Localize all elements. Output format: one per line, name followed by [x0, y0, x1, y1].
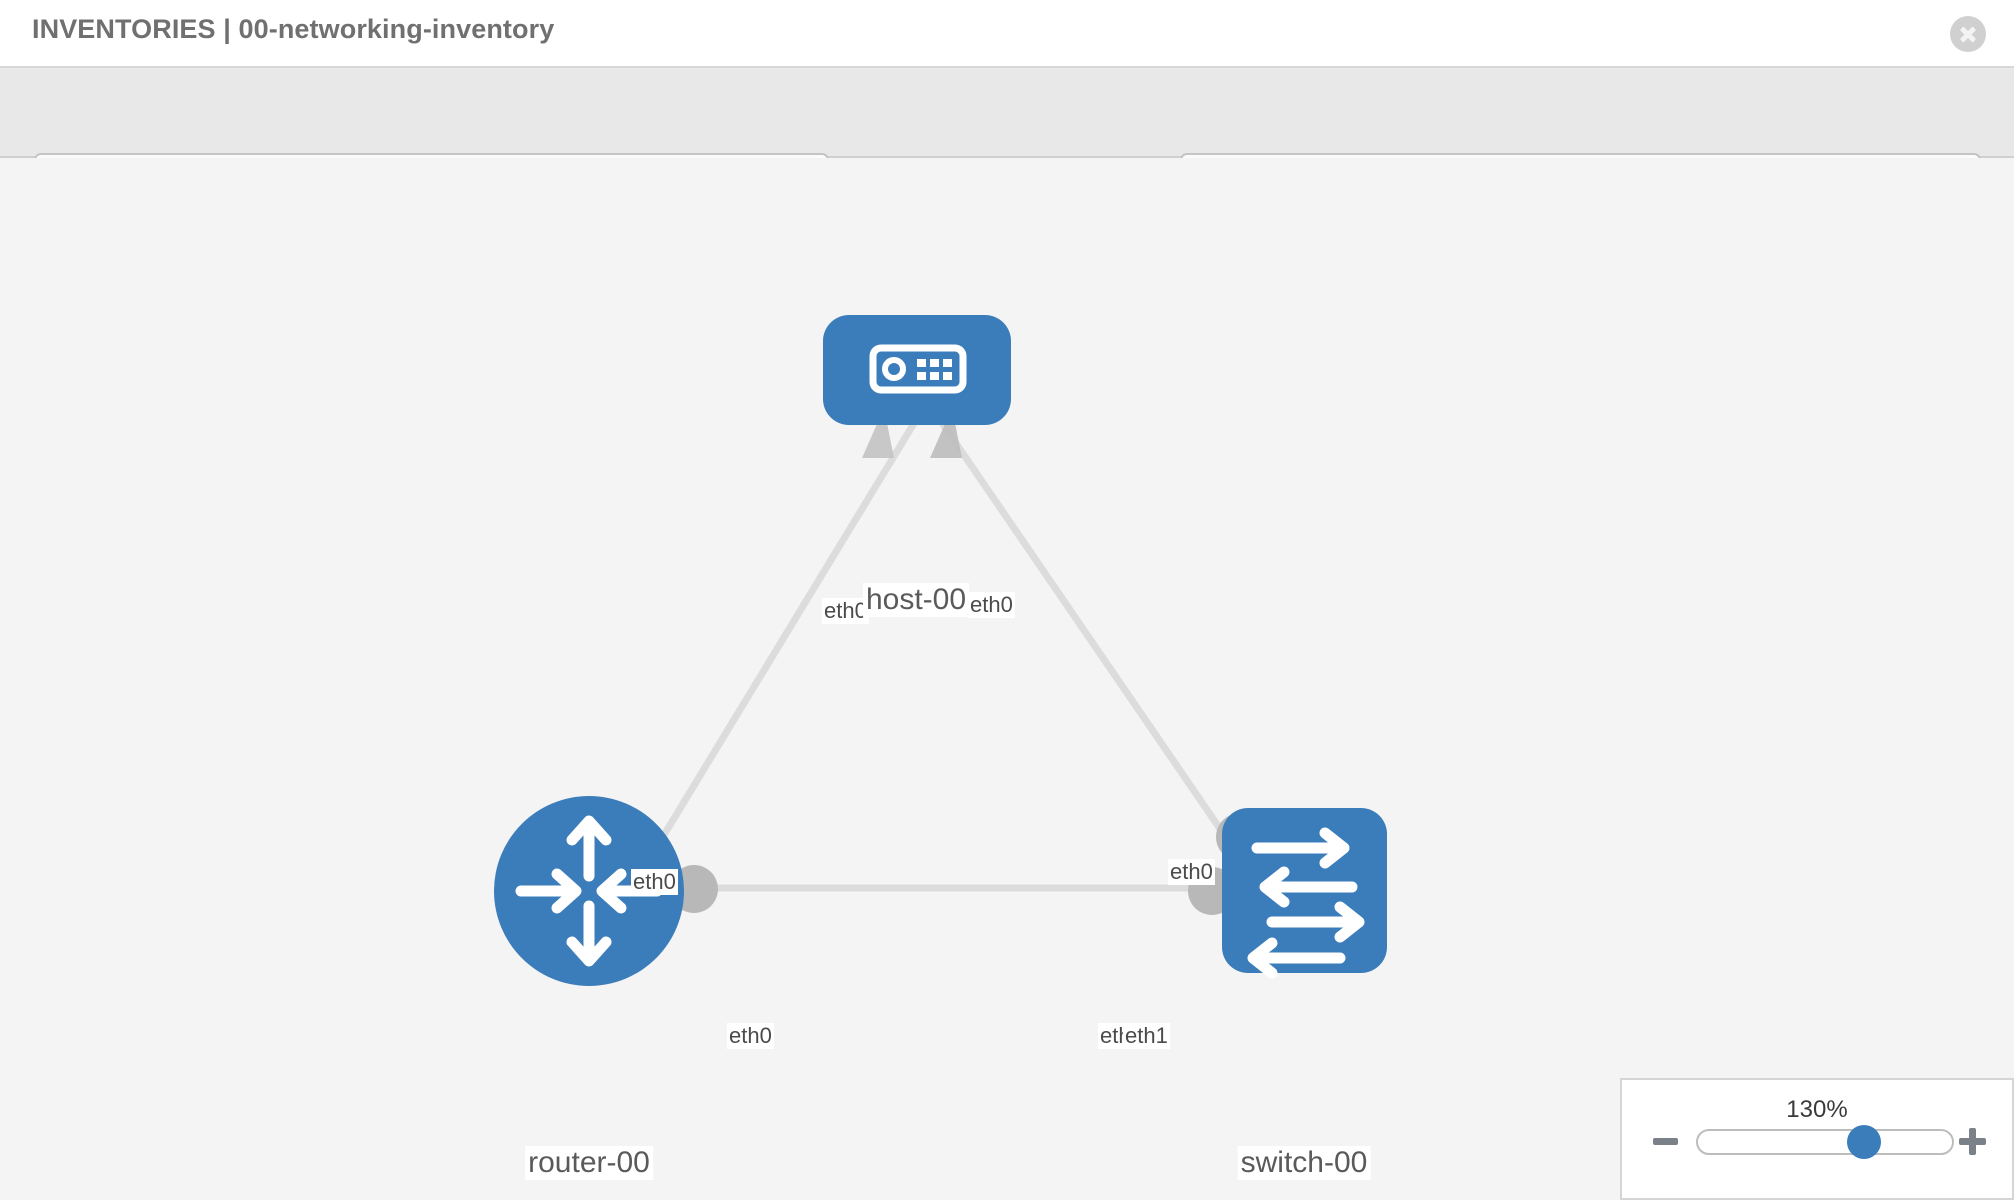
server-icon — [869, 344, 967, 394]
topology-links — [647, 418, 1243, 892]
node-host-00 — [823, 315, 1011, 425]
router-arrows-icon — [515, 815, 663, 967]
toolbar: ACTIONS SEARCH — [0, 68, 2014, 209]
iface-router-right: eth0 — [727, 1023, 774, 1049]
minus-icon[interactable] — [1653, 1138, 1678, 1145]
node-label-host: host-00 — [862, 583, 970, 617]
zoom-percent-label: 130% — [1786, 1096, 1848, 1123]
node-label-router: router-00 — [525, 1146, 653, 1180]
iface-host-right: eth0 — [968, 592, 1015, 618]
page-header: INVENTORIES | 00-networking-inventory — [0, 0, 2014, 68]
iface-switch-up: eth0 — [1168, 859, 1215, 885]
topology-graph — [494, 315, 1387, 986]
iface-router-up: eth0 — [631, 869, 678, 895]
iface-switch-left-b: eth1 — [1123, 1023, 1170, 1049]
zoom-slider-track[interactable] — [1696, 1129, 1954, 1155]
node-label-switch: switch-00 — [1237, 1146, 1371, 1180]
plus-icon[interactable] — [1959, 1128, 1986, 1155]
iface-host-left: eth0 — [822, 598, 869, 624]
node-switch-00 — [1222, 808, 1387, 979]
switch-arrows-icon — [1247, 827, 1365, 979]
link-host-switch — [937, 418, 1243, 860]
zoom-slider-handle[interactable] — [1846, 1125, 1881, 1159]
link-host-router — [647, 418, 919, 860]
topology-canvas[interactable]: eth0 eth0 eth0 eth0 eth0 eth0 eth1 host-… — [0, 158, 2014, 1200]
close-icon[interactable] — [1950, 16, 1986, 52]
zoom-control-panel: 130% — [1620, 1078, 2014, 1200]
page-title: INVENTORIES | 00-networking-inventory — [32, 14, 555, 44]
node-router-00 — [494, 796, 684, 986]
